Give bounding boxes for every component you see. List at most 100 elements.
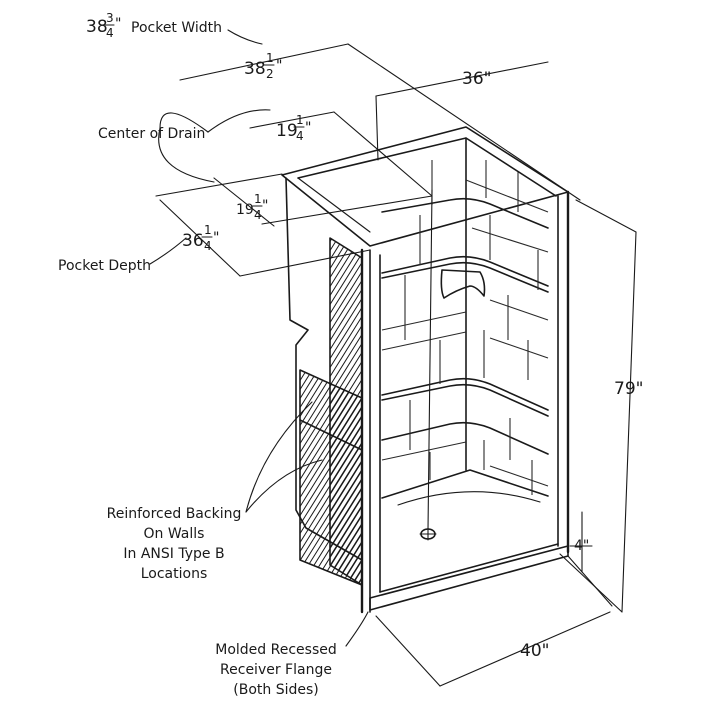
hatch-line [330,480,362,546]
depth-unit: " [213,230,219,246]
hatch-line [300,370,362,424]
drain-y-unit: " [262,198,268,214]
hatch-line [300,370,362,397]
ledge-lower [381,377,549,411]
hatch-line [330,246,362,312]
hatch-line [330,561,362,585]
hatch-line [300,481,362,585]
threshold-front [369,545,569,611]
hatch-line [300,370,362,478]
hatch-line [300,490,362,585]
hatch-line [326,166,366,230]
center-of-drain-label: Center of Drain [98,126,205,142]
drain-y-whole: 19 [236,202,254,218]
hatch-line [300,370,362,379]
hatch-line [296,248,366,360]
soap-dish [440,269,486,299]
hatch-line [330,408,362,474]
hatch-line [300,370,362,406]
depth-label: 36 1 4 " [182,223,219,253]
hatch-line [330,453,362,519]
ledge-lower-edge [381,383,549,417]
depth-front-label: 40" [520,641,549,661]
hatch-line [330,238,362,240]
drain-y-label: 19 1 4 " [236,192,268,222]
drain-y-num: 1 [254,192,262,206]
ledge-upper-edge [381,261,549,293]
drain-x-unit: " [305,120,311,136]
hatch-line [300,544,362,585]
hatch-line [330,372,362,438]
hatch-line [300,370,362,433]
hatch-line [300,436,362,550]
floor-pan-rim [381,469,549,499]
hatch-line [330,534,362,585]
hatch-line [330,255,362,321]
hatch-line [300,370,362,451]
hatch-line [330,498,362,564]
drain-x-num: 1 [296,113,304,127]
hatch-line [330,318,362,384]
hatch-line [330,507,362,573]
pocket-width-den: 4 [106,26,114,40]
drain-x-label: 19 1 4 " [276,113,311,143]
hatch-line [300,562,362,585]
ledge-upper [381,255,549,287]
hatch-line [330,552,362,585]
pocket-width-whole: 38 [86,17,108,37]
hatch-line [300,553,362,585]
drain-x-den: 4 [296,129,304,143]
reinforced-backing-label: Reinforced Backing On Walls In ANSI Type… [107,506,242,582]
top-rim [281,126,569,247]
hatch-line [300,370,362,442]
hatch-line [330,435,362,501]
ledge-top [381,197,549,229]
hatch-line [300,373,362,487]
hatch-line [330,579,362,585]
pocket-width-label: 38 3 4 " Pocket Width [86,11,222,40]
threshold-label: 4" [574,538,589,554]
hatch-line [300,370,362,415]
hatch-line [330,354,362,420]
dimension-lines [149,29,637,687]
width-outer-den: 2 [266,67,274,81]
pocket-width-text: Pocket Width [131,20,222,36]
hatch-line [300,400,362,514]
left-outer-side [285,177,363,561]
width-outer-num: 1 [266,51,274,65]
width-outer-whole: 38 [244,59,266,79]
top-rim-inner-edge [297,177,371,233]
width-outer-unit: " [276,58,282,74]
reinforced-line-1: Reinforced Backing [107,506,242,522]
reinforced-line-4: Locations [141,566,208,582]
depth-den: 4 [204,239,212,253]
hatch-line [330,489,362,555]
hatch-line [300,382,362,496]
hatch-line [330,309,362,375]
width-outer-label: 38 1 2 " [244,51,282,81]
hatch-line [330,327,362,393]
hatch-line [330,462,362,528]
top-rim-inner [297,137,557,197]
flange-line-3: (Both Sides) [233,682,318,698]
hatch-line [330,399,362,465]
depth-num: 1 [204,223,212,237]
hatch-line [300,535,362,585]
hatch-line [330,417,362,483]
hatch-line [300,499,362,585]
hatch-line [330,444,362,510]
hatch-line [300,427,362,541]
reinforced-line-2: On Walls [144,526,205,542]
hatch-line [296,257,366,369]
flange-line-2: Receiver Flange [220,662,332,678]
hatch-line [330,238,362,267]
hatch-line [300,370,362,460]
floor-pan-inner [397,491,541,506]
pocket-width-unit: " [115,16,121,32]
depth-whole: 36 [182,231,204,251]
hatch-line [300,517,362,585]
hatch-line [330,363,362,429]
drain-y-den: 4 [254,208,262,222]
hatch-line [330,238,362,258]
